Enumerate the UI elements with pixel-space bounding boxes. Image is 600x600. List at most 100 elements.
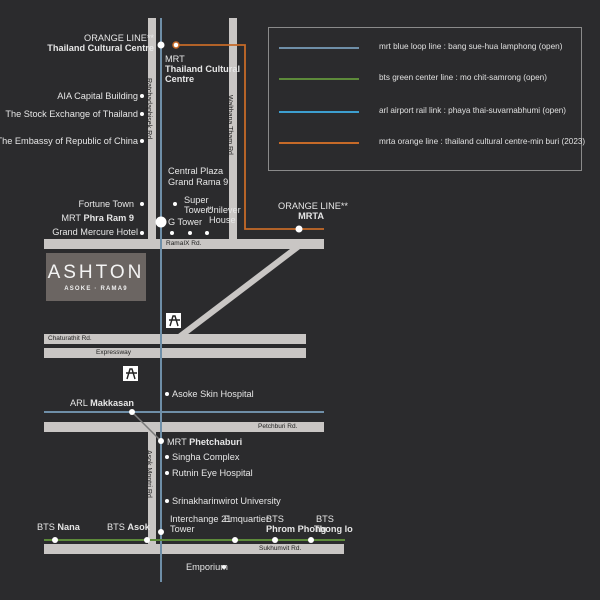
station-dot-phetchaburi bbox=[158, 438, 164, 444]
legend-label: mrta orange line : thailand cultural cen… bbox=[379, 137, 586, 146]
label-aia: AIA Capital Building bbox=[57, 91, 138, 101]
station-dot-interchange bbox=[158, 529, 164, 535]
label-thailand-cultural-centre: Thailand Cultural Centre bbox=[47, 43, 154, 53]
label-arl-makkasan: ARL Makkasan bbox=[70, 398, 134, 408]
label-g-tower: G Tower bbox=[168, 217, 203, 227]
poi-dot-mercure bbox=[140, 231, 144, 235]
label-phrom-phong: Phrom Phong bbox=[266, 524, 327, 534]
label-singha: Singha Complex bbox=[172, 452, 240, 462]
station-dot-mrt-tcc bbox=[157, 41, 165, 49]
label-emquartier: Emquartier bbox=[224, 514, 269, 524]
brand-name: ASHTON bbox=[47, 262, 145, 283]
legend-item-green-line: bts green center line : mo chit-samrong … bbox=[279, 73, 579, 85]
poi-dot-aia bbox=[140, 94, 144, 98]
road-label-walthana: Walthana Tham Rd. bbox=[226, 95, 233, 157]
label-emporium: Emporium bbox=[186, 562, 228, 572]
road-label-petchburi: Petchburi Rd. bbox=[258, 423, 298, 430]
road-network bbox=[44, 18, 344, 554]
station-dot-orange-tcc bbox=[172, 41, 180, 49]
expressway-icon bbox=[166, 313, 181, 328]
poi-dot-set bbox=[140, 112, 144, 116]
poi-dot-gtower bbox=[170, 231, 174, 235]
label-grand-rama9: Grand Rama 9 bbox=[168, 177, 229, 187]
map-legend: mrt blue loop line : bang sue-hua lampho… bbox=[268, 27, 585, 171]
station-dots bbox=[52, 41, 314, 569]
station-dot-phrom-phong bbox=[272, 537, 278, 543]
label-rutnin: Rutnin Eye Hospital bbox=[172, 468, 253, 478]
poi-dot-singha bbox=[165, 455, 169, 459]
label-super-tower: Super bbox=[184, 195, 209, 205]
brand-subtitle: ASOKE · RAMA9 bbox=[64, 286, 128, 292]
label-bts-thong-lo-prefix: BTS bbox=[316, 514, 334, 524]
label-bts-nana: BTS Nana bbox=[37, 522, 80, 532]
label-arl-prefix: ARL bbox=[69, 398, 91, 408]
station-dot-emquartier bbox=[232, 537, 238, 543]
label-mrt-phetchaburi: MRT Phetchaburi bbox=[167, 437, 242, 447]
expressway-icon bbox=[123, 366, 138, 381]
label-super-tower2: Tower* bbox=[184, 205, 213, 215]
label-mrt-tcc: MRT bbox=[165, 54, 185, 64]
label-interchange-21: Interchange 21 bbox=[170, 514, 232, 524]
legend-label: bts green center line : mo chit-samrong … bbox=[379, 73, 547, 82]
label-mrt-tcc-name2: Centre bbox=[165, 74, 195, 84]
arl-makkasan-connector bbox=[131, 411, 162, 442]
road-label-asok-montri: Asok Montri Rd. bbox=[145, 450, 152, 500]
legend-item-orange-line: mrta orange line : thailand cultural cen… bbox=[279, 137, 585, 149]
label-mrt-prefix: MRT bbox=[61, 213, 84, 223]
label-mrta: MRTA bbox=[298, 211, 324, 221]
poi-dot-rutnin bbox=[165, 471, 169, 475]
label-central-plaza: Central Plaza bbox=[168, 166, 224, 176]
label-swu: Srinakharinwirot University bbox=[172, 496, 281, 506]
poi-dot-super bbox=[188, 231, 192, 235]
label-embassy: The Embassy of Republic of China bbox=[0, 136, 138, 146]
poi-dot-fortune bbox=[140, 202, 144, 206]
legend-item-blue-line: mrt blue loop line : bang sue-hua lampho… bbox=[279, 42, 579, 54]
label-fortune-town: Fortune Town bbox=[78, 199, 135, 209]
label-mrt-prefix: MRT bbox=[167, 437, 190, 447]
label-makkasan: Makkasan bbox=[90, 398, 134, 408]
label-asok: Asok bbox=[127, 522, 150, 532]
label-unilever: Unilever bbox=[207, 205, 241, 215]
walthana-tham-road bbox=[229, 18, 237, 240]
road-label-rama9: RamaIX Rd. bbox=[166, 240, 202, 247]
station-dot-mrt-phra-ram-9 bbox=[155, 216, 167, 228]
legend-swatch bbox=[279, 78, 359, 80]
station-dot-asok bbox=[144, 537, 150, 543]
petchburi-road bbox=[44, 422, 324, 432]
road-label-sukhumvit: Sukhumvit Rd. bbox=[259, 545, 302, 552]
label-nana: Nana bbox=[57, 522, 80, 532]
asok-montri-road bbox=[148, 432, 156, 544]
label-bts-phrom-phong-prefix: BTS bbox=[266, 514, 284, 524]
label-phra-ram-9: Phra Ram 9 bbox=[83, 213, 134, 223]
label-orange-line-mrta: ORANGE LINE** bbox=[278, 201, 348, 211]
label-mrt-phra-ram-9: MRT Phra Ram 9 bbox=[61, 213, 134, 223]
station-dot-thong-lo bbox=[308, 537, 314, 543]
chaturathit-road bbox=[44, 334, 306, 344]
label-asoke-skin: Asoke Skin Hospital bbox=[172, 389, 254, 399]
label-grand-mercure: Grand Mercure Hotel bbox=[52, 227, 138, 237]
legend-swatch bbox=[279, 47, 359, 49]
label-interchange-21-tower: Tower bbox=[170, 524, 195, 534]
legend-label: mrt blue loop line : bang sue-hua lampho… bbox=[379, 42, 563, 51]
sukhumvit-road bbox=[44, 544, 344, 554]
poi-dot-swu bbox=[165, 499, 169, 503]
road-label-expressway: Expressway bbox=[96, 349, 132, 356]
label-thong-lo: Thong lo bbox=[314, 524, 353, 534]
poi-dot-embassy bbox=[140, 139, 144, 143]
poi-dot-unilever bbox=[205, 231, 209, 235]
diagonal-connector-road bbox=[165, 249, 300, 344]
label-mrt-tcc-name: Thailand Cultural bbox=[165, 64, 241, 74]
station-dot-nana bbox=[52, 537, 58, 543]
label-bts-asok: BTS Asok bbox=[107, 522, 150, 532]
rama9-road bbox=[44, 239, 324, 249]
legend-label: arl airport rail link : phaya thai-suvar… bbox=[379, 106, 567, 115]
label-phetchaburi: Phetchaburi bbox=[189, 437, 243, 447]
poi-dot-emporium bbox=[222, 565, 226, 569]
road-label-chaturathit: Chaturathit Rd. bbox=[48, 335, 92, 342]
legend-swatch bbox=[279, 111, 359, 113]
station-dot-orange-mrta bbox=[295, 225, 303, 233]
ratchadaphisek-road bbox=[148, 18, 156, 240]
label-set: The Stock Exchange of Thailand bbox=[5, 109, 138, 119]
poi-dot-central bbox=[173, 202, 177, 206]
